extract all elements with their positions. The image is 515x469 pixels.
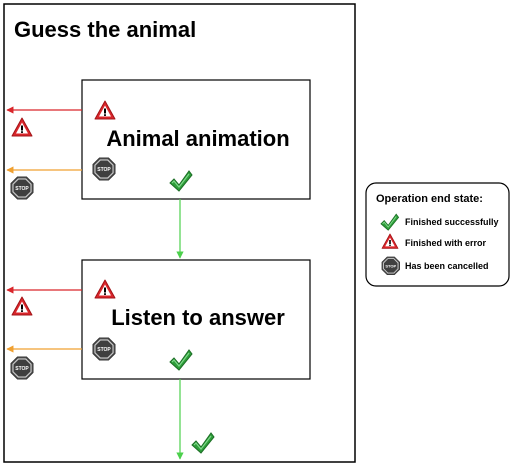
stop-icon — [10, 356, 34, 380]
legend-item-label: Finished successfully — [405, 217, 499, 227]
legend-item-error: Finished with error — [381, 233, 487, 249]
legend-item-cancelled: Has been cancelled — [381, 256, 489, 276]
activity-box[interactable] — [81, 79, 311, 200]
legend: Operation end state: Finished successful… — [365, 182, 510, 287]
activity-listen-to-answer[interactable]: Listen to answer — [81, 259, 311, 380]
stop-icon — [381, 256, 401, 276]
stop-icon — [92, 157, 116, 181]
stop-icon — [10, 176, 34, 200]
legend-item-label: Finished with error — [405, 238, 487, 248]
legend-item-label: Has been cancelled — [405, 261, 489, 271]
activity-box[interactable] — [81, 259, 311, 380]
process-title: Guess the animal — [14, 17, 196, 42]
legend-title: Operation end state: — [376, 193, 483, 205]
legend-box — [365, 182, 510, 287]
stop-icon — [92, 337, 116, 361]
activity-label: Listen to answer — [111, 305, 285, 330]
activity-label: Animal animation — [106, 126, 289, 151]
activity-animal-animation[interactable]: Animal animation — [81, 79, 311, 200]
legend-item-success: Finished successfully — [380, 213, 499, 231]
